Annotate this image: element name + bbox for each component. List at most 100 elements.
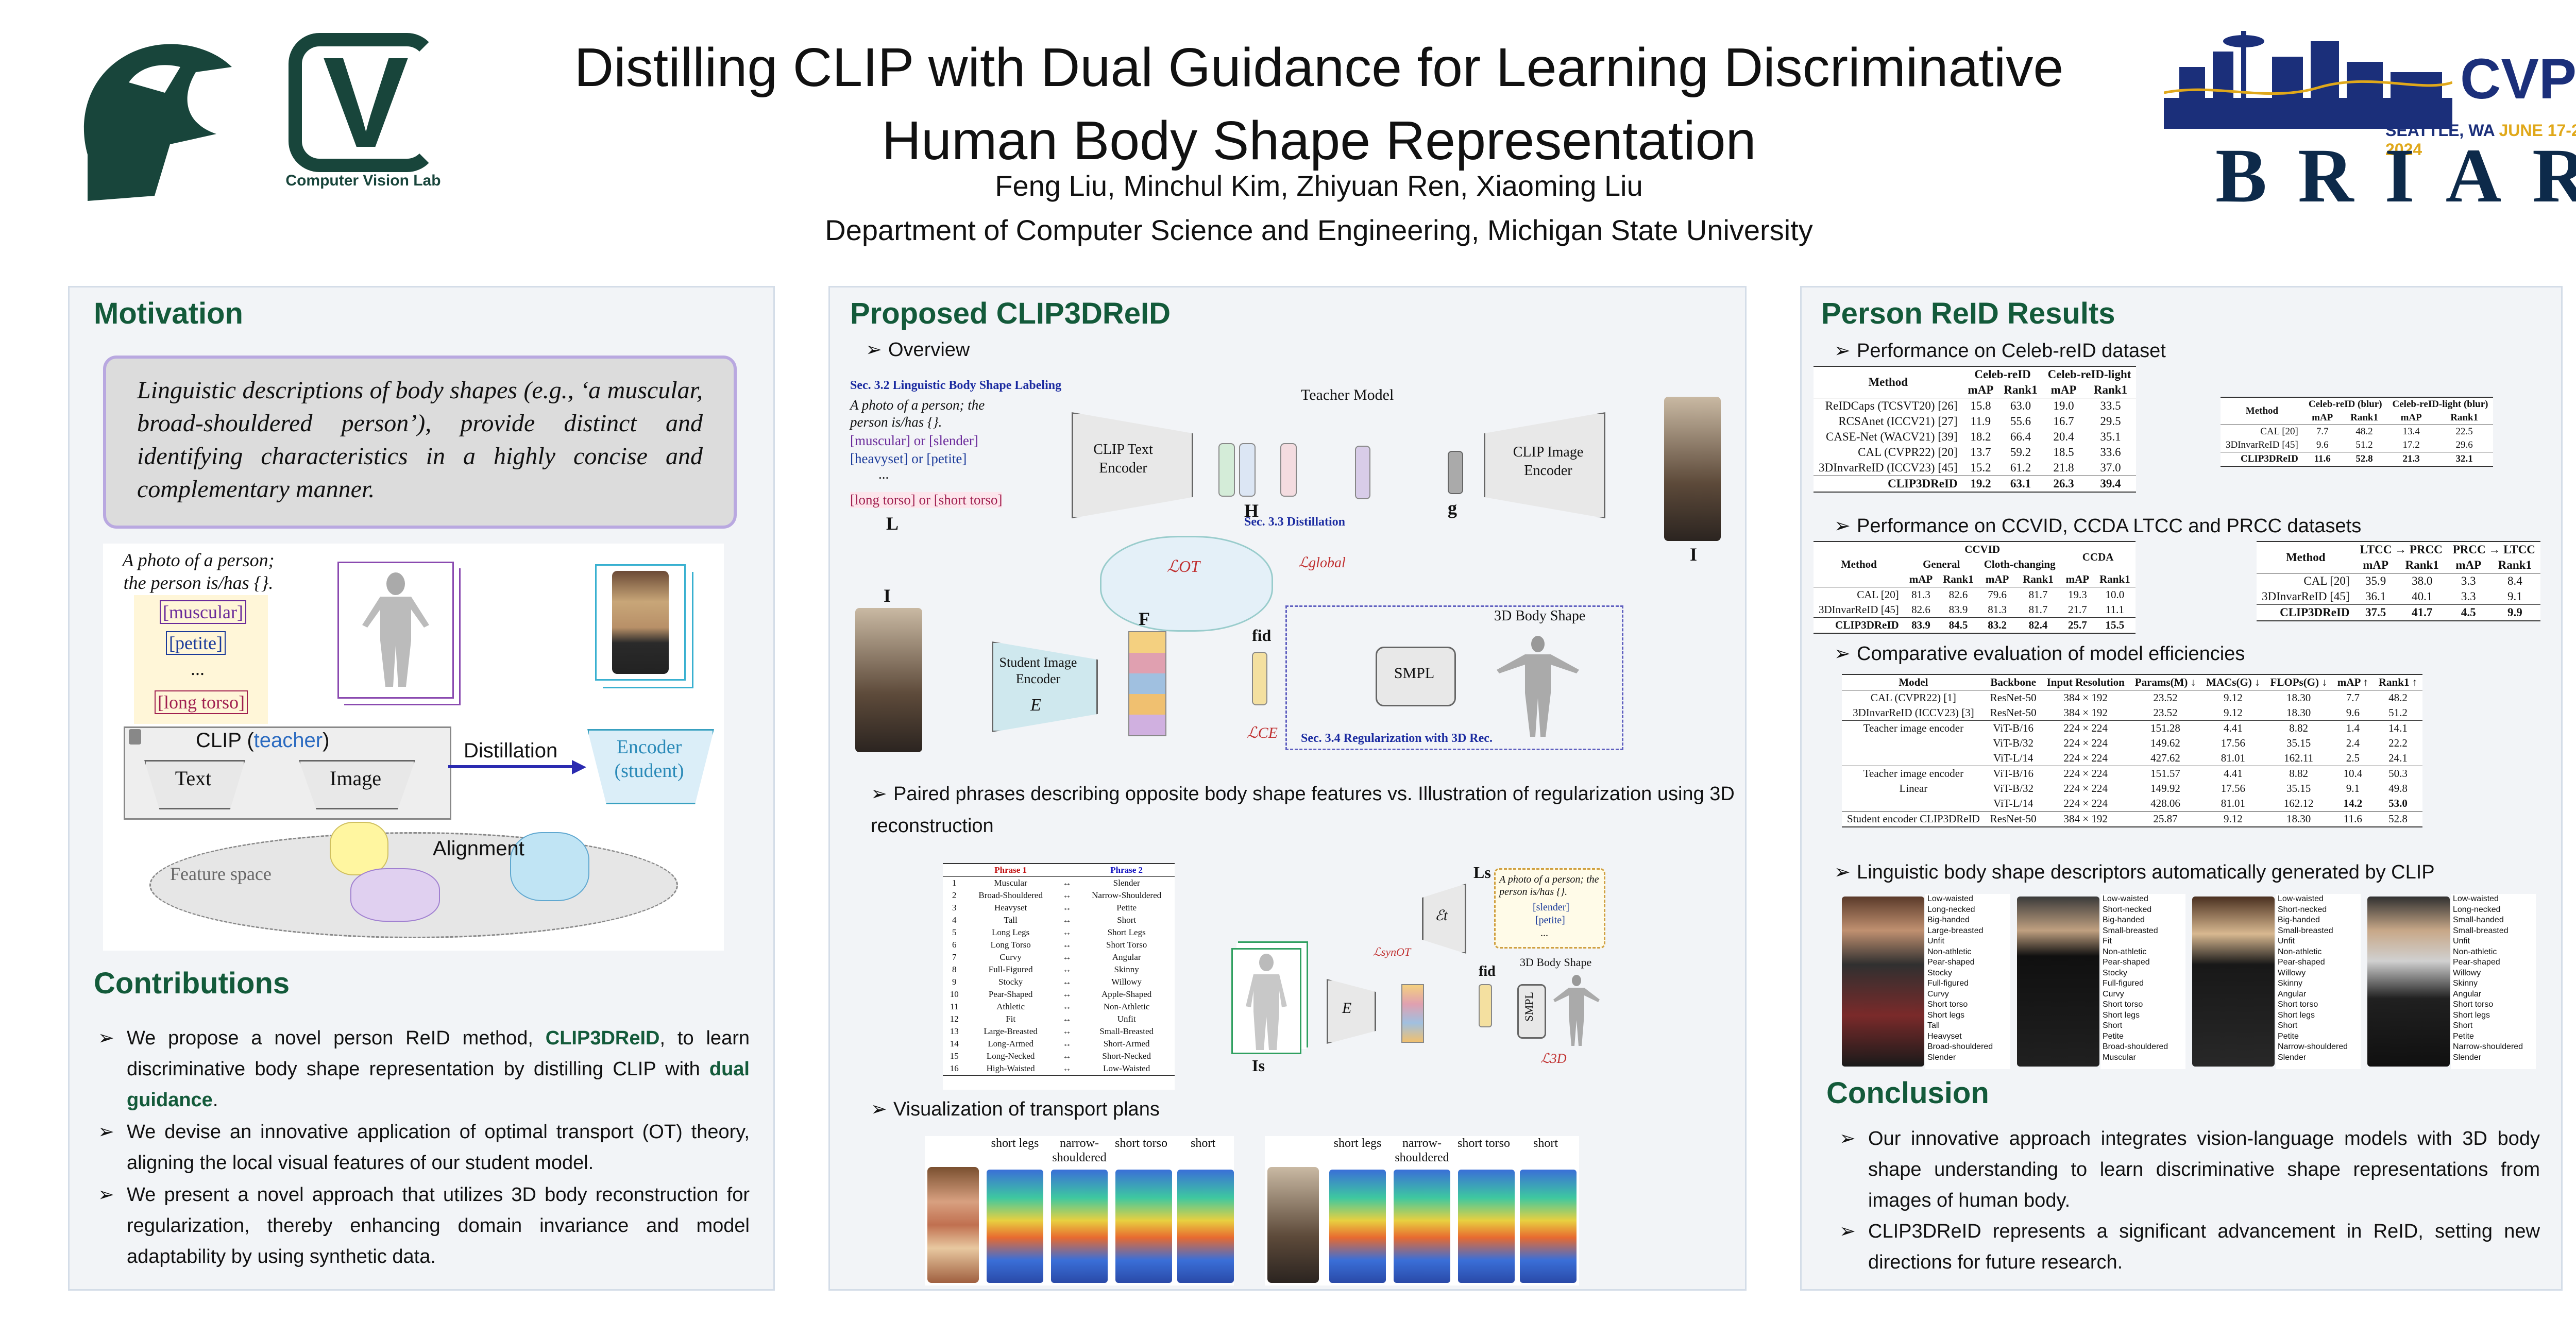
table-cell: 63.1 [1998,476,2043,493]
table-cell: 23.52 [2153,706,2178,719]
student-image-encoder [992,641,1098,732]
table-cell: Short Legs [1107,927,1146,937]
fid-feature-bar [1252,652,1267,705]
table-cell: Short [1117,915,1137,925]
table-cell: Low-Waisted [1078,1062,1175,1076]
I-student-label: I [884,585,891,606]
descriptor-item: Heavyset [1927,1031,1962,1041]
proposed-title: Proposed CLIP3DReID [850,297,1171,330]
distillation-arrow [448,765,577,768]
F-feature-map [1128,631,1166,736]
text-encoder [144,760,245,809]
E-small-label: E [1342,1000,1352,1017]
descriptor-item: Slender [1927,1053,1956,1062]
table-cell: Short Torso [1106,940,1147,950]
fid-label: fid [1252,626,1272,645]
table-header-cell: mAP [2065,573,2090,585]
table-cell: 2.5 [2346,752,2360,764]
table-cell: ViT-B/32 [1993,737,2033,749]
table-header-cell: Model [1842,674,1985,690]
lot-label: ℒOT [1167,557,1200,576]
table-cell: 53.0 [2388,797,2408,809]
table-cell: ViT-L/14 [1993,752,2033,764]
table-cell: Long Torso [990,940,1031,950]
table-cell: 384 × 192 [2063,706,2108,719]
table-cell: 13 [950,1026,959,1036]
body3d-small-label: 3D Body Shape [1520,956,1592,969]
person-photo [2192,897,2275,1067]
descriptor-item: Long-necked [1927,905,1975,914]
descriptor-item: Short-necked [2278,905,2327,914]
descriptor-item: Fit [2103,937,2112,945]
table-cell: Heavyset [994,903,1027,912]
table-cell: 32.1 [2435,452,2494,467]
descriptor-item: Non-athletic [2453,947,2497,956]
table-cell: ViT-L/14 [1993,797,2033,809]
table-header-cell: PRCC → LTCC [2447,541,2540,557]
table-cell: 224 × 224 [2063,782,2108,794]
table-cell: 14.2 [2343,797,2363,809]
results-title: Person ReID Results [1821,297,2115,330]
descriptor-item: Short legs [2453,1010,2490,1020]
table-cell: Linear [1899,782,1928,794]
table-cell: 84.5 [1938,617,1979,634]
table-cell: Full-Figured [988,965,1033,974]
table-cell: RCSAnet (ICCV21) [27] [1838,415,1958,428]
table-cell: Stocky [998,977,1023,987]
table-cell: 18.30 [2265,690,2332,705]
descriptor-item: Angular [2278,989,2307,999]
table-header-cell: mAP [2363,559,2389,571]
table-header-cell: Rank1 [2450,412,2479,423]
table-header-cell: Celeb-reID (blur) [2303,397,2387,411]
table-cell: 13.7 [1970,446,1991,459]
table-cell: 15.5 [2094,617,2136,634]
descriptor-item: Petite [2278,1031,2299,1041]
table-cell: 4.41 [2201,766,2265,781]
text-feature-bar [1239,443,1256,497]
table-cell: Pear-Shaped [988,989,1033,999]
table-header-cell: mAP [1985,573,2009,585]
affiliation: Department of Computer Science and Engin… [825,214,1813,246]
table-cell: ↔ [1062,915,1072,925]
table-header-cell: mAP [1909,573,1933,585]
table-cell: 3.3 [2447,573,2489,589]
table-cell: 9.1 [2346,782,2360,794]
table-cell: ViT-B/32 [1993,782,2033,794]
table-cell: ResNet-50 [1985,690,2042,705]
bullet-arrow-icon: ➢ [98,1121,114,1143]
person-photo [595,564,686,681]
vis-label: short legs [1333,1137,1382,1150]
table-cell: 14.1 [2373,720,2423,736]
contributions-list: ➢ We propose a novel person ReID method,… [98,1023,750,1272]
table-cell: CAL [20] [2221,425,2303,438]
descriptor-item: Slender [2453,1053,2482,1062]
table-cell: Slender [1078,876,1175,889]
Is-label: Is [1252,1056,1265,1075]
prompt-text: A photo of a person; the person is/has {… [122,550,275,593]
3d-body-icon [362,572,429,687]
person-photo [2367,897,2450,1067]
descriptor-item: Short legs [2103,1010,2140,1020]
descriptor-item: Short [2103,1021,2123,1030]
Ls-label: Ls [1473,863,1491,882]
table-cell: 51.2 [2355,439,2373,450]
table-header-cell: mAP [1968,383,1994,396]
table-cell: 9 [952,977,957,987]
table-header-cell: LTCC → PRCC [2354,541,2448,557]
input-image-teacher [1664,397,1721,541]
descriptor-item: Low-waisted [2453,894,2499,903]
descriptor-item: Unfit [2453,937,2470,945]
descriptor-item: Full-figured [2103,979,2144,988]
vis-label: short legs [991,1137,1039,1150]
synthetic-body-image [1231,948,1301,1054]
table-cell: ReIDCaps (TCSVT20) [26] [1814,398,1963,414]
